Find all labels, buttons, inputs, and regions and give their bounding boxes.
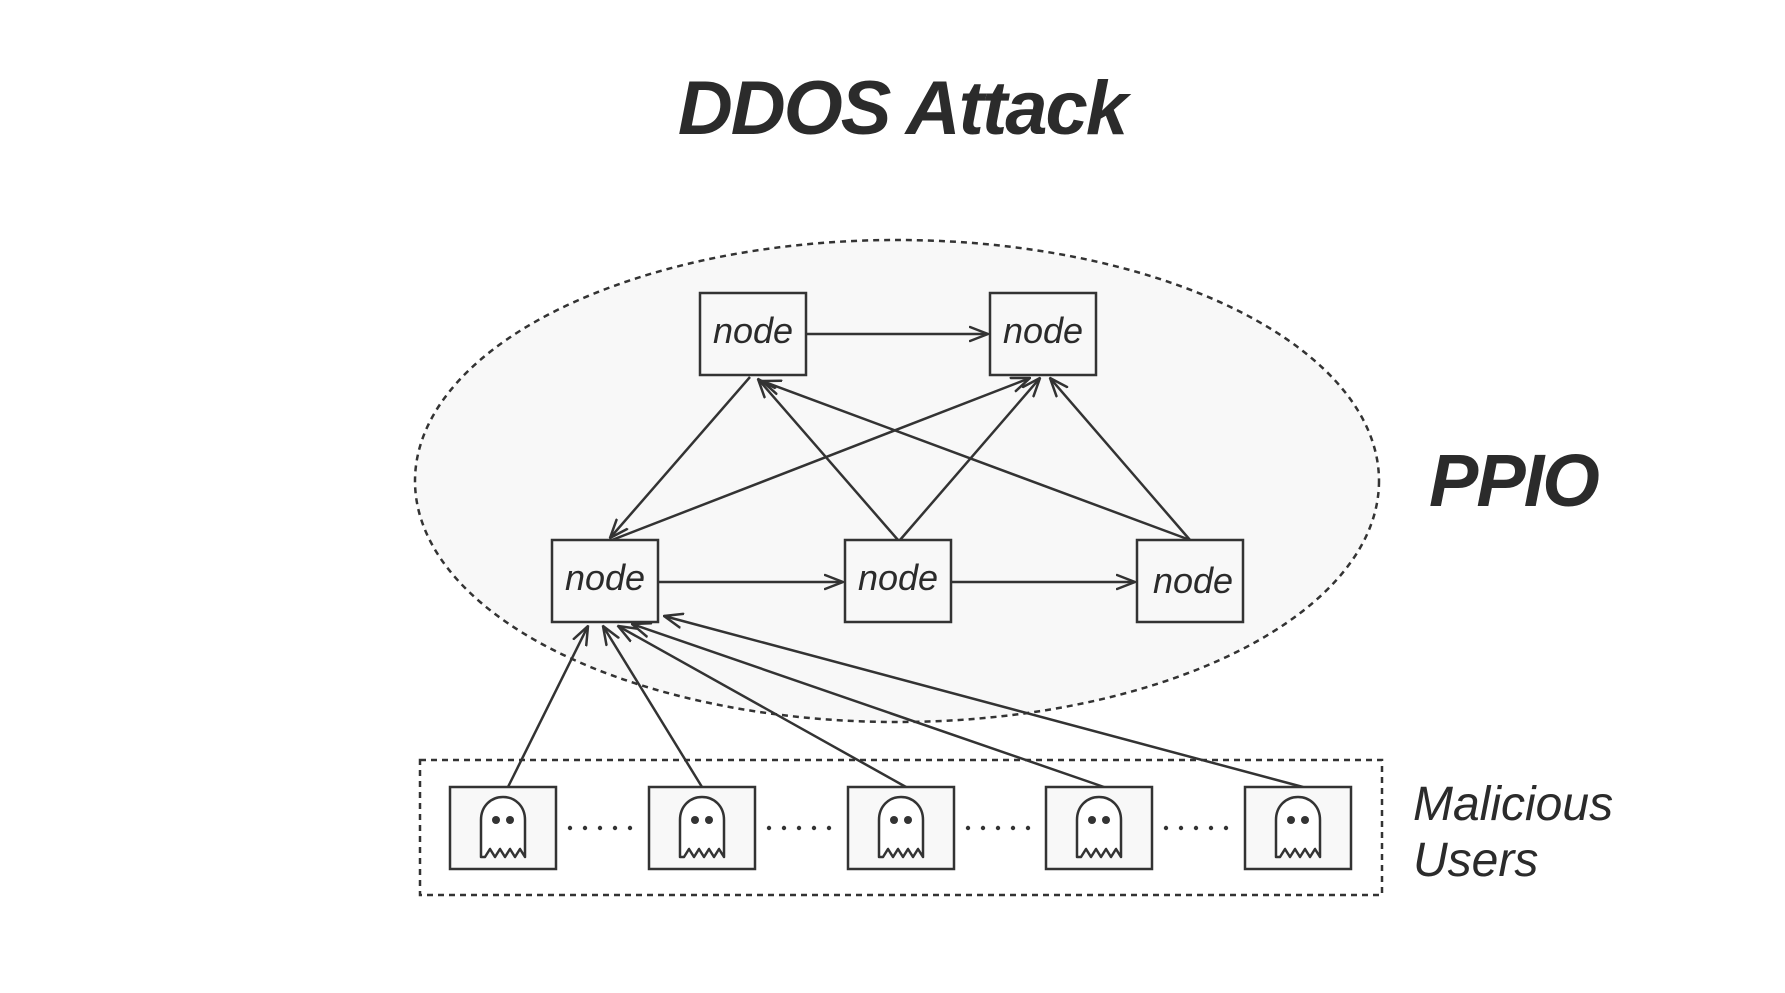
ghost-icon [479,795,527,859]
malicious-user-1 [448,785,558,871]
edge-user-4-to-node [632,624,1105,789]
node-bottom-right: node [1135,538,1245,624]
malicious-user-2 [647,785,757,871]
network-label: PPIO [1429,439,1599,522]
edge-user-1-to-node [506,626,588,788]
edge-top-left-to-bottom-left [610,376,751,538]
node-label: node [1003,310,1083,351]
malicious-user-5 [1243,785,1353,871]
node-top-left: node [698,291,808,377]
ghost-icon [1274,795,1322,859]
edge-user-2-to-node [603,626,704,788]
users-label-line2: Users [1413,834,1538,887]
edge-bottom-right-to-top-left [762,381,1191,542]
edge-bottom-right-to-top-right [1050,378,1191,541]
edge-bottom-left-to-top-right [611,378,1030,542]
node-label: node [565,557,645,598]
separator-dots-2 [766,825,832,831]
edge-user-3-to-node [618,626,907,789]
separator-dots-3 [965,825,1031,831]
ghost-icon [877,795,925,859]
malicious-user-3 [846,785,956,871]
edge-user-5-to-node [664,616,1304,789]
node-top-right: node [988,291,1098,377]
separator-dots-4 [1163,825,1229,831]
ghost-icon [678,795,726,859]
users-label-line1: Malicious [1413,778,1613,831]
node-label: node [713,310,793,351]
node-label: node [1153,560,1233,601]
node-bottom-left: node [550,538,660,624]
ghost-icon [1075,795,1123,859]
malicious-user-4 [1044,785,1154,871]
edge-bottom-middle-to-top-left [758,379,899,541]
node-bottom-middle: node [843,538,953,624]
diagram-title: DDOS Attack [678,66,1132,151]
separator-dots-1 [567,825,633,831]
ppio-network-cloud [413,238,1381,724]
node-label: node [858,557,938,598]
edges-layer [506,334,1304,789]
